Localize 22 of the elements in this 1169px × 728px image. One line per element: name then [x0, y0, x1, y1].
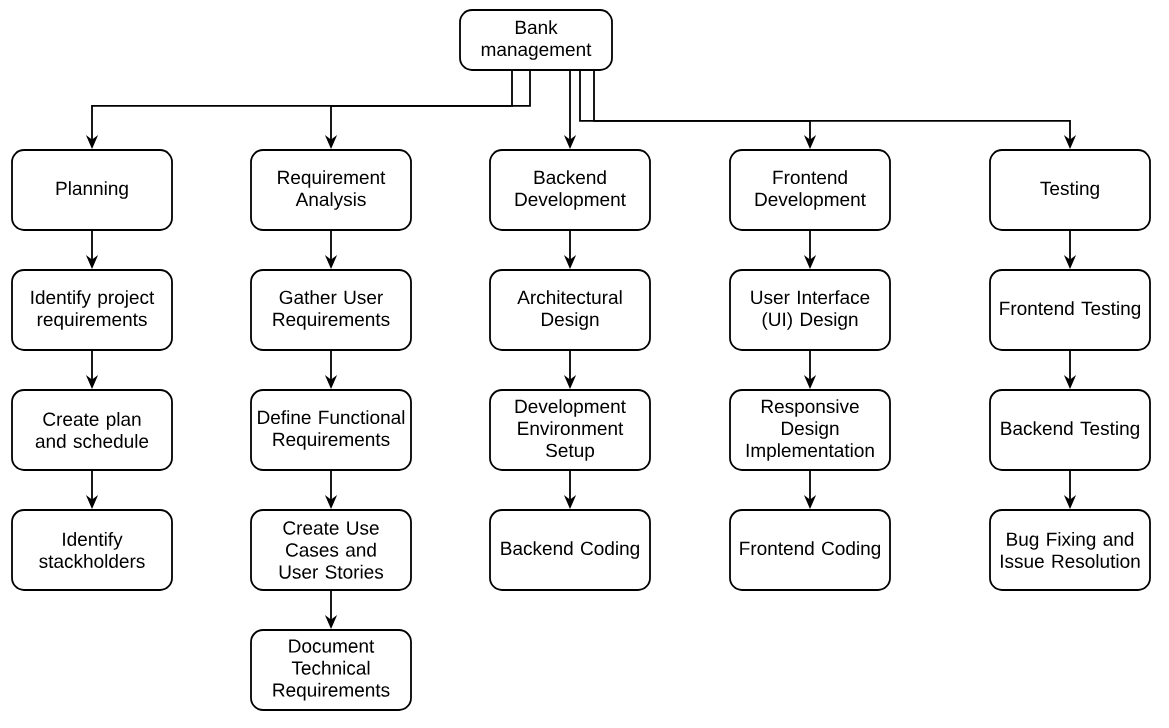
process-box: Define Functional Requirements	[250, 389, 412, 471]
process-box: Create Use Cases and User Stories	[250, 509, 412, 591]
process-box: Requirement Analysis	[250, 149, 412, 231]
process-box: User Interface (UI) Design	[729, 269, 891, 351]
process-box: Planning	[11, 149, 173, 231]
process-box: Backend Testing	[989, 389, 1151, 471]
process-box: Development Environment Setup	[489, 389, 651, 471]
process-box: Responsive Design Implementation	[729, 389, 891, 471]
process-box: Identify project requirements	[11, 269, 173, 351]
process-box: Frontend Testing	[989, 269, 1151, 351]
process-box: Backend Development	[489, 149, 651, 231]
process-box: Backend Coding	[489, 509, 651, 591]
root-box: Bank management	[459, 9, 613, 71]
process-box: Architectural Design	[489, 269, 651, 351]
process-box: Bug Fixing and Issue Resolution	[989, 509, 1151, 591]
process-box: Create plan and schedule	[11, 389, 173, 471]
process-box: Frontend Coding	[729, 509, 891, 591]
process-box: Identify stackholders	[11, 509, 173, 591]
process-box: Testing	[989, 149, 1151, 231]
process-box: Document Technical Requirements	[250, 629, 412, 711]
process-box: Gather User Requirements	[250, 269, 412, 351]
process-box: Frontend Development	[729, 149, 891, 231]
